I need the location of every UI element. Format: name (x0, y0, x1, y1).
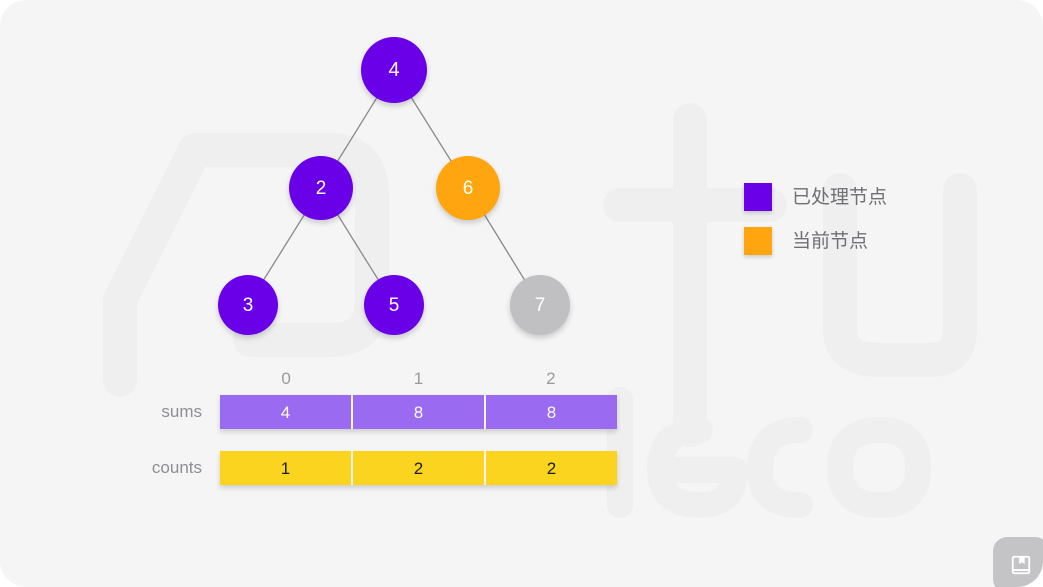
legend-label-current: 当前节点 (792, 230, 869, 252)
legend-item-current: 当前节点 (744, 227, 887, 255)
array-cell[interactable]: 8 (353, 395, 486, 429)
tree-node-label: 4 (388, 59, 400, 81)
legend-swatch-current (744, 227, 772, 255)
column-header-2: 2 (546, 369, 556, 388)
array-cell[interactable]: 1 (220, 451, 353, 485)
legend-swatch-processed (744, 183, 772, 211)
array-cell[interactable]: 2 (353, 451, 486, 485)
array-row-sums: 4 8 8 (220, 395, 617, 429)
tree-node-label: 3 (242, 294, 254, 316)
tree-node-3[interactable]: 3 (218, 275, 278, 335)
tree-node-4[interactable]: 4 (361, 37, 427, 103)
column-header-1: 1 (413, 369, 424, 388)
legend-label-processed: 已处理节点 (792, 186, 888, 208)
bookmark-badge[interactable] (993, 537, 1043, 587)
tree-node-label: 7 (534, 294, 546, 316)
array-row-counts: 1 2 2 (220, 451, 617, 485)
column-header-0: 0 (281, 369, 291, 388)
legend: 已处理节点 当前节点 (744, 183, 887, 271)
tree-node-6[interactable]: 6 (436, 156, 500, 220)
array-cell[interactable]: 8 (486, 395, 617, 429)
array-cell[interactable]: 4 (220, 395, 353, 429)
tree-node-2[interactable]: 2 (289, 156, 353, 220)
tree-node-label: 5 (388, 294, 400, 316)
row-label-sums: sums (161, 402, 202, 421)
column-header-row: 0 1 2 (220, 370, 617, 387)
tree-node-5[interactable]: 5 (364, 275, 424, 335)
legend-item-processed: 已处理节点 (744, 183, 887, 211)
book-bookmark-icon (1011, 555, 1031, 575)
array-cell[interactable]: 2 (486, 451, 617, 485)
tree-node-label: 2 (315, 177, 327, 199)
row-label-counts: counts (151, 458, 202, 477)
tree-node-7[interactable]: 7 (510, 275, 570, 335)
tree-node-label: 6 (462, 177, 474, 199)
